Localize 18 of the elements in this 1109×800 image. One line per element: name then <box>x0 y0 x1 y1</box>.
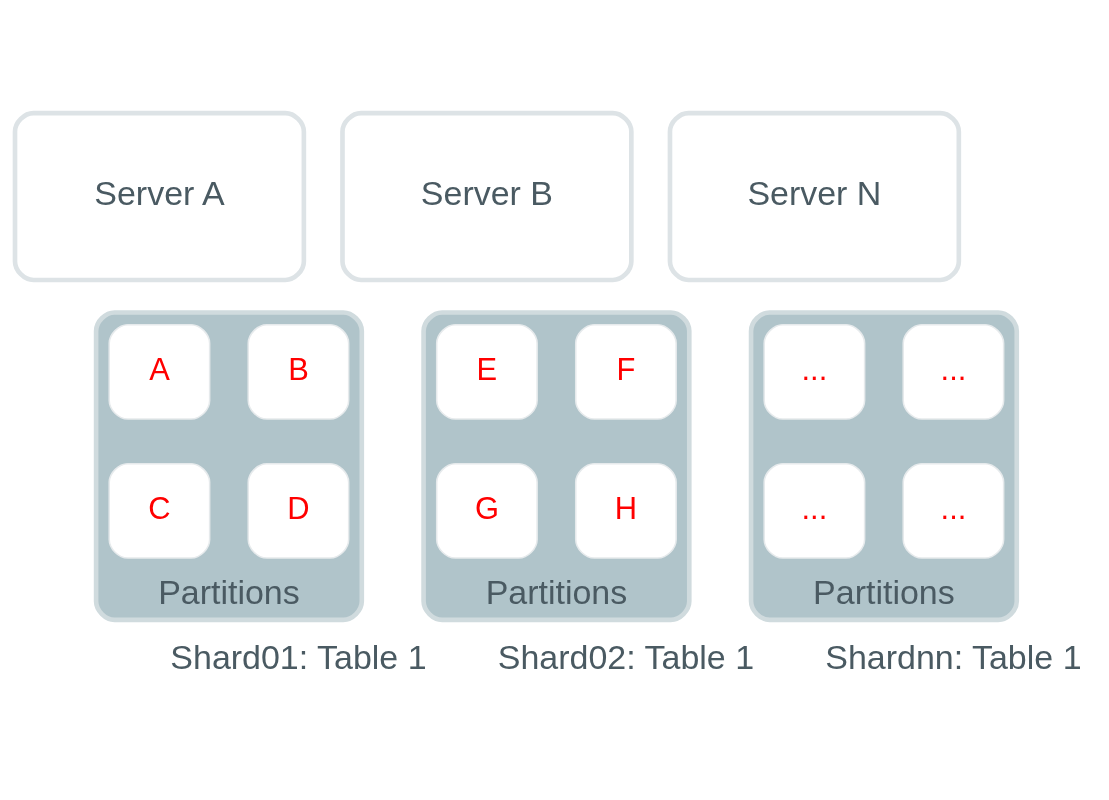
node-box: A <box>108 323 211 420</box>
node-box: D <box>247 462 350 559</box>
node-box: E <box>435 323 538 420</box>
node-box: ... <box>763 323 866 420</box>
node-box: ... <box>902 323 1005 420</box>
node-label: Shard01: Table 1 <box>170 637 427 676</box>
node-box: ... <box>763 462 866 559</box>
node-box: Server A <box>12 110 307 282</box>
node-box: F <box>574 323 677 420</box>
node-box: G <box>435 462 538 559</box>
node-box: Server N <box>667 110 962 282</box>
node-label: Shardnn: Table 1 <box>825 637 1082 676</box>
node-box: Server B <box>340 110 634 282</box>
node-box: H <box>574 462 677 559</box>
node-box: ... <box>902 462 1005 559</box>
node-label: Shard02: Table 1 <box>497 637 755 676</box>
node-box: B <box>247 323 350 420</box>
node-box: C <box>108 462 211 559</box>
